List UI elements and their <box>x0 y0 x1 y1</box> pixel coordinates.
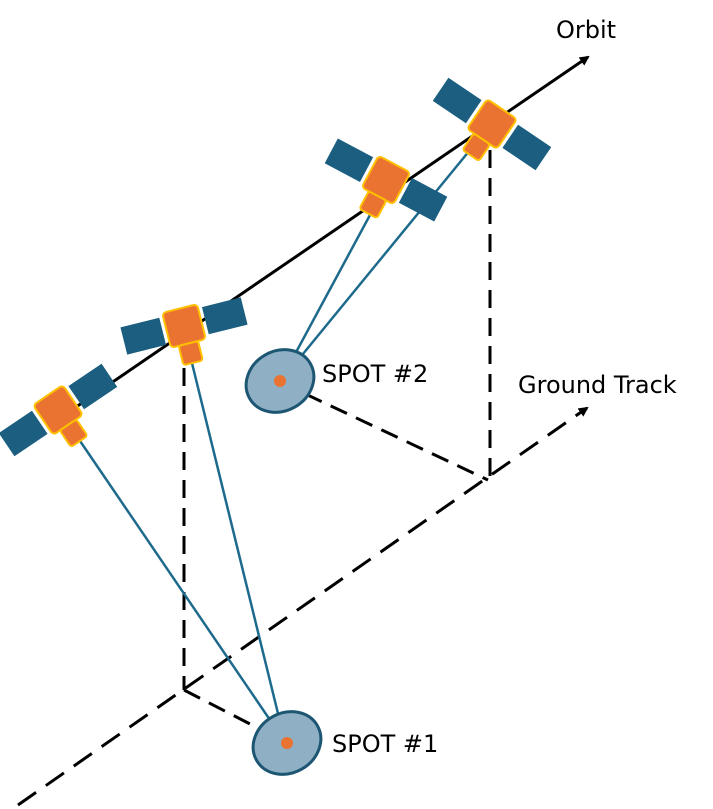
orbit-label: Orbit <box>556 16 616 44</box>
spot2-label: SPOT #2 <box>322 360 428 388</box>
satellite-1 <box>0 359 132 478</box>
ground-track-label: Ground Track <box>518 371 677 399</box>
satellite-3 <box>312 133 451 244</box>
ground-track-line <box>17 406 589 807</box>
satellite-4 <box>418 73 555 192</box>
spot-2 <box>244 348 316 414</box>
spot-1-center <box>281 737 293 749</box>
beams <box>76 149 471 743</box>
spot1-label: SPOT #1 <box>332 730 438 758</box>
spot-1 <box>251 710 323 776</box>
beam-sat2-spot1 <box>188 354 287 743</box>
spot-2-center <box>274 375 286 387</box>
beam-sat4-spot2 <box>279 149 471 383</box>
spot2-ground-connector <box>279 380 489 482</box>
beam-sat1-spot1 <box>76 437 287 743</box>
